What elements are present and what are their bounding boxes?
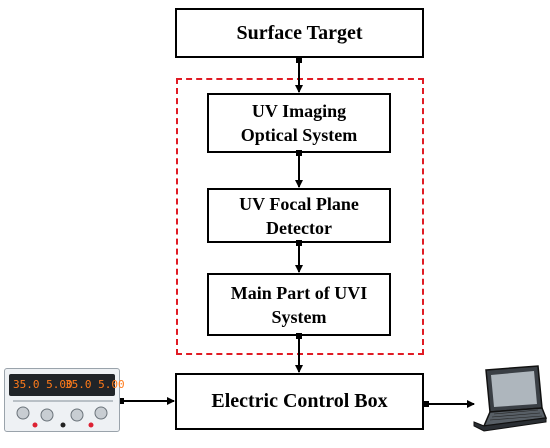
- electric-control-box-label: Electric Control Box: [211, 390, 388, 412]
- uv-focal-plane-detector-box: UV Focal Plane Detector: [207, 188, 391, 243]
- main-part-label-line1: Main Part of UVI: [230, 282, 368, 303]
- laptop-icon: [473, 365, 548, 432]
- focal-plane-label-line2: Detector: [266, 217, 332, 238]
- electric-control-box: Electric Control Box: [175, 373, 424, 430]
- arrow-control-box-to-laptop: [423, 400, 475, 408]
- psu-display-right: 35.0 5.00: [65, 378, 125, 391]
- main-part-label-line2: System: [271, 306, 327, 327]
- psu-display-left: 35.0 5.00: [13, 378, 73, 391]
- arrow-psu-to-control-box: [118, 397, 175, 405]
- surface-target-label: Surface Target: [236, 21, 363, 44]
- arrow-surface-to-optics: [295, 57, 303, 93]
- arrow-detector-to-main: [295, 240, 303, 273]
- arrow-main-to-control-box: [295, 333, 303, 373]
- focal-plane-label-line1: UV Focal Plane: [239, 193, 359, 214]
- uv-imaging-label-line1: UV Imaging: [251, 101, 347, 121]
- dc-power-supply-icon: 35.0 5.00 35.0 5.00: [4, 368, 125, 432]
- psu-knobs: [13, 400, 113, 428]
- arrow-optics-to-detector: [295, 150, 303, 188]
- uv-imaging-label-line2: Optical System: [240, 125, 358, 145]
- main-part-uvi-system-box: Main Part of UVI System: [207, 273, 391, 336]
- psu-display-panel: 35.0 5.00 35.0 5.00: [9, 374, 125, 396]
